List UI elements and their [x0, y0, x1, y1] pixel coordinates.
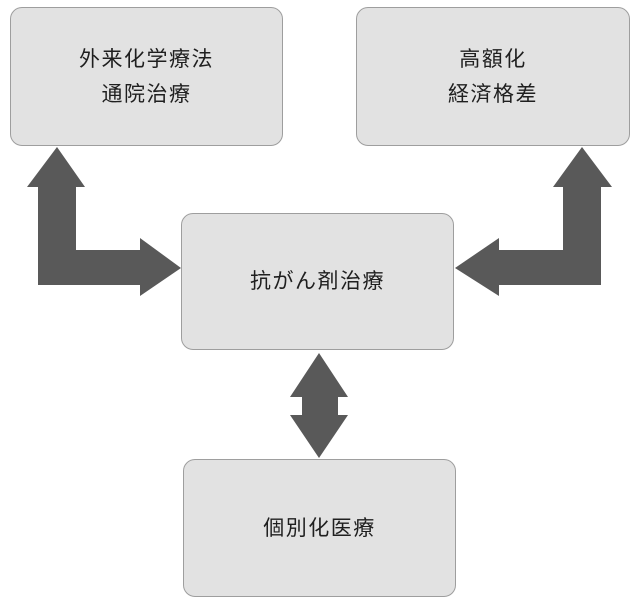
double-arrow-chemo-economic [455, 147, 612, 296]
node-label-line: 外来化学療法 [79, 46, 214, 71]
node-label-line: 個別化医療 [263, 515, 376, 540]
node-label-line: 通院治療 [101, 81, 192, 106]
node-label-line: 経済格差 [448, 81, 538, 106]
node-anticancer-drug-treatment: 抗がん剤治療 [181, 213, 454, 350]
node-label-line: 抗がん剤治療 [250, 269, 385, 293]
double-arrow-chemo-outpatient [27, 147, 181, 296]
node-label-line: 高額化 [459, 46, 527, 71]
double-arrow-chemo-personalized [290, 353, 348, 458]
node-high-cost-economic-gap: 高額化 経済格差 [356, 7, 630, 146]
node-outpatient-chemotherapy: 外来化学療法 通院治療 [10, 7, 283, 146]
node-personalized-medicine: 個別化医療 [183, 459, 456, 597]
